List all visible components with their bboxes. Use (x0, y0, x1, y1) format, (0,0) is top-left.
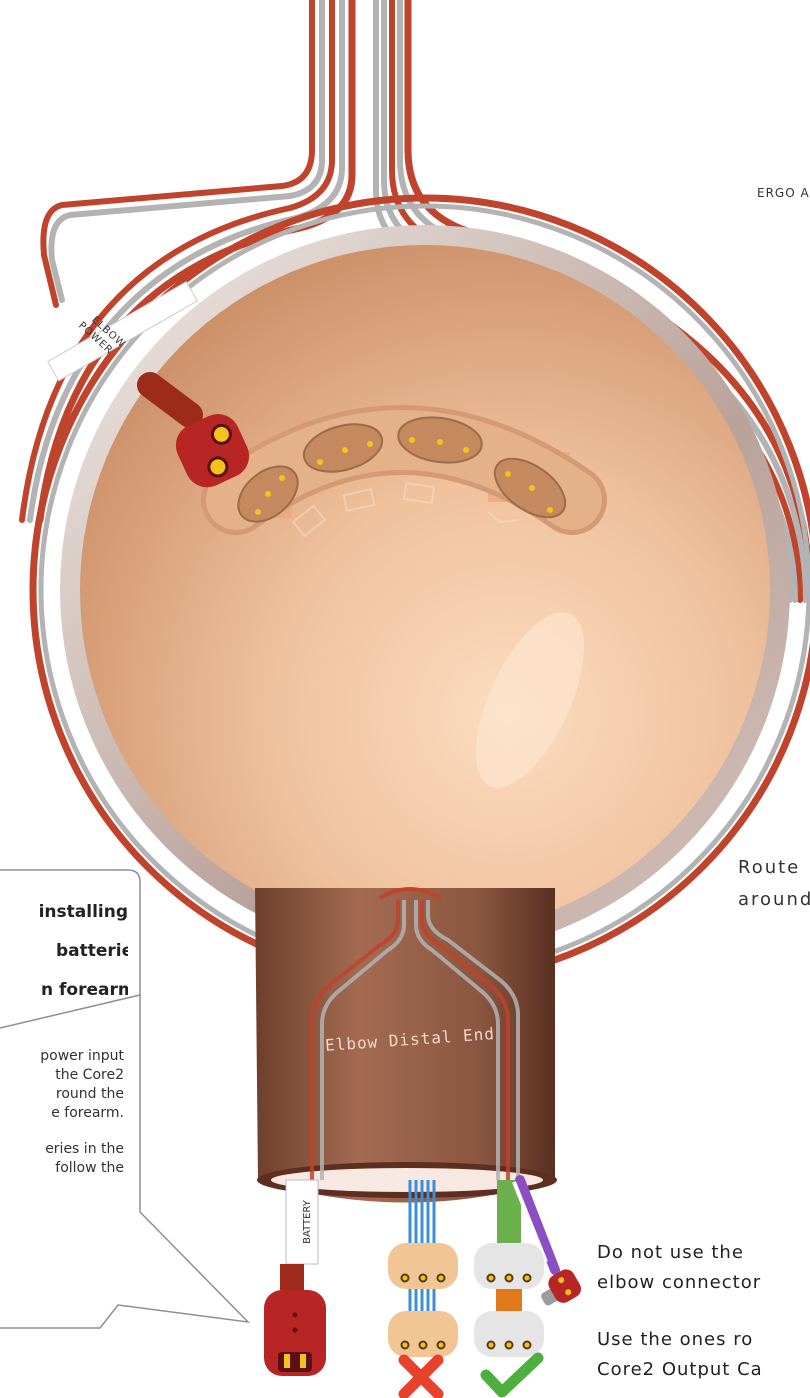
cross-icon (404, 1360, 438, 1394)
route-note: Route around (738, 852, 810, 916)
ergo-label: ERGO A (757, 186, 810, 200)
callout-title-line1: installing (38, 893, 128, 932)
callout-body: power input the Core2 round the e forear… (0, 1047, 124, 1123)
callout-title: installing batteries n forearm (58, 893, 128, 1010)
do-not-use-note: Do not use the elbow connector (597, 1238, 761, 1298)
callout-body-line4: e forearm. (0, 1104, 124, 1123)
route-note-line2: around (738, 884, 810, 916)
battery-connector[interactable] (264, 1180, 326, 1376)
callout-body2-line2: follow the (0, 1159, 124, 1178)
callout-body-line1: power input (0, 1047, 124, 1066)
use-ones-line2: Core2 Output Ca (597, 1355, 763, 1385)
callout-body-line2: the Core2 (0, 1066, 124, 1085)
use-ones-line1: Use the ones ro (597, 1325, 763, 1355)
callout-body2-line1: eries in the (0, 1140, 124, 1159)
callout-title-line2: batteries (56, 932, 128, 971)
use-ones-note: Use the ones ro Core2 Output Ca (597, 1325, 763, 1385)
ribbon-connector-right[interactable] (474, 1180, 584, 1357)
do-not-use-line2: elbow connector (597, 1268, 761, 1298)
callout-body-line3: round the (0, 1085, 124, 1104)
ribbon-connector-wrong[interactable] (388, 1180, 458, 1357)
battery-tag-label: BATTERY (302, 1199, 313, 1244)
check-icon (486, 1358, 538, 1392)
route-note-line1: Route (738, 852, 810, 884)
callout-body-2: eries in the follow the (0, 1140, 124, 1178)
callout-title-line3: n forearm (41, 971, 128, 1010)
do-not-use-line1: Do not use the (597, 1238, 761, 1268)
